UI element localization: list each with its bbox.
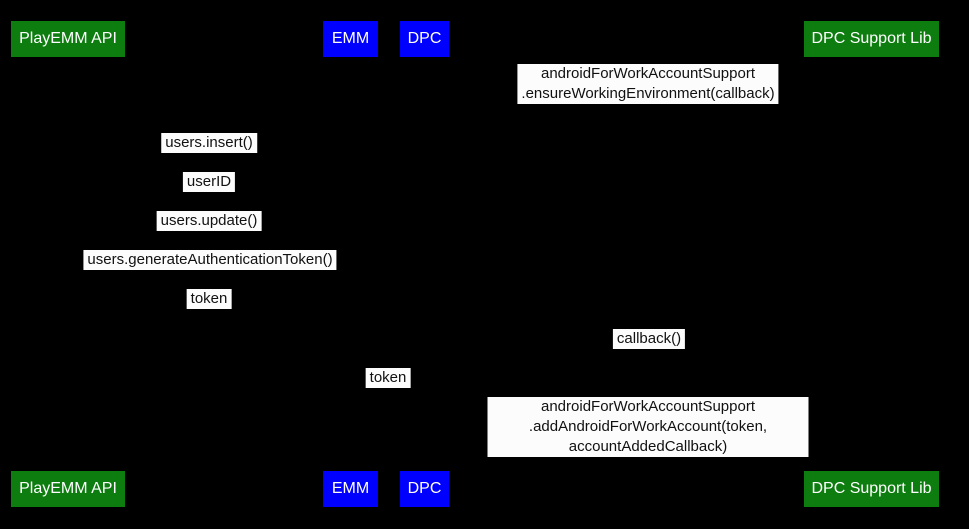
actor-label: PlayEMM API bbox=[19, 480, 117, 497]
actor-dpc-bottom: DPC bbox=[400, 471, 449, 507]
actor-emm-bottom: EMM bbox=[323, 471, 378, 507]
message-users-insert: users.insert() bbox=[161, 133, 257, 153]
message-users-update: users.update() bbox=[156, 211, 262, 231]
actor-label: DPC bbox=[407, 480, 442, 497]
actor-label: PlayEMM API bbox=[19, 30, 117, 47]
actor-playemm-api-bottom: PlayEMM API bbox=[11, 471, 125, 507]
actor-dpc-top: DPC bbox=[400, 21, 449, 57]
actor-emm-top: EMM bbox=[323, 21, 378, 57]
actor-label: EMM bbox=[331, 480, 370, 497]
message-users-generate-authentication-token: users.generateAuthenticationToken() bbox=[83, 250, 337, 270]
actor-dpc-support-lib-top: DPC Support Lib bbox=[804, 21, 939, 57]
message-ensure-working-environment: androidForWorkAccountSupport .ensureWork… bbox=[517, 64, 779, 104]
message-token-to-dpc: token bbox=[365, 368, 411, 388]
actor-label: DPC Support Lib bbox=[811, 480, 932, 497]
message-userid: userID bbox=[182, 172, 236, 192]
message-token-to-emm: token bbox=[186, 289, 232, 309]
actor-label: EMM bbox=[331, 30, 370, 47]
actor-dpc-support-lib-bottom: DPC Support Lib bbox=[804, 471, 939, 507]
actor-playemm-api-top: PlayEMM API bbox=[11, 21, 125, 57]
actor-label: DPC bbox=[407, 30, 442, 47]
message-callback: callback() bbox=[612, 329, 686, 349]
message-add-android-for-work-account: androidForWorkAccountSupport .addAndroid… bbox=[487, 397, 809, 457]
actor-label: DPC Support Lib bbox=[811, 30, 932, 47]
